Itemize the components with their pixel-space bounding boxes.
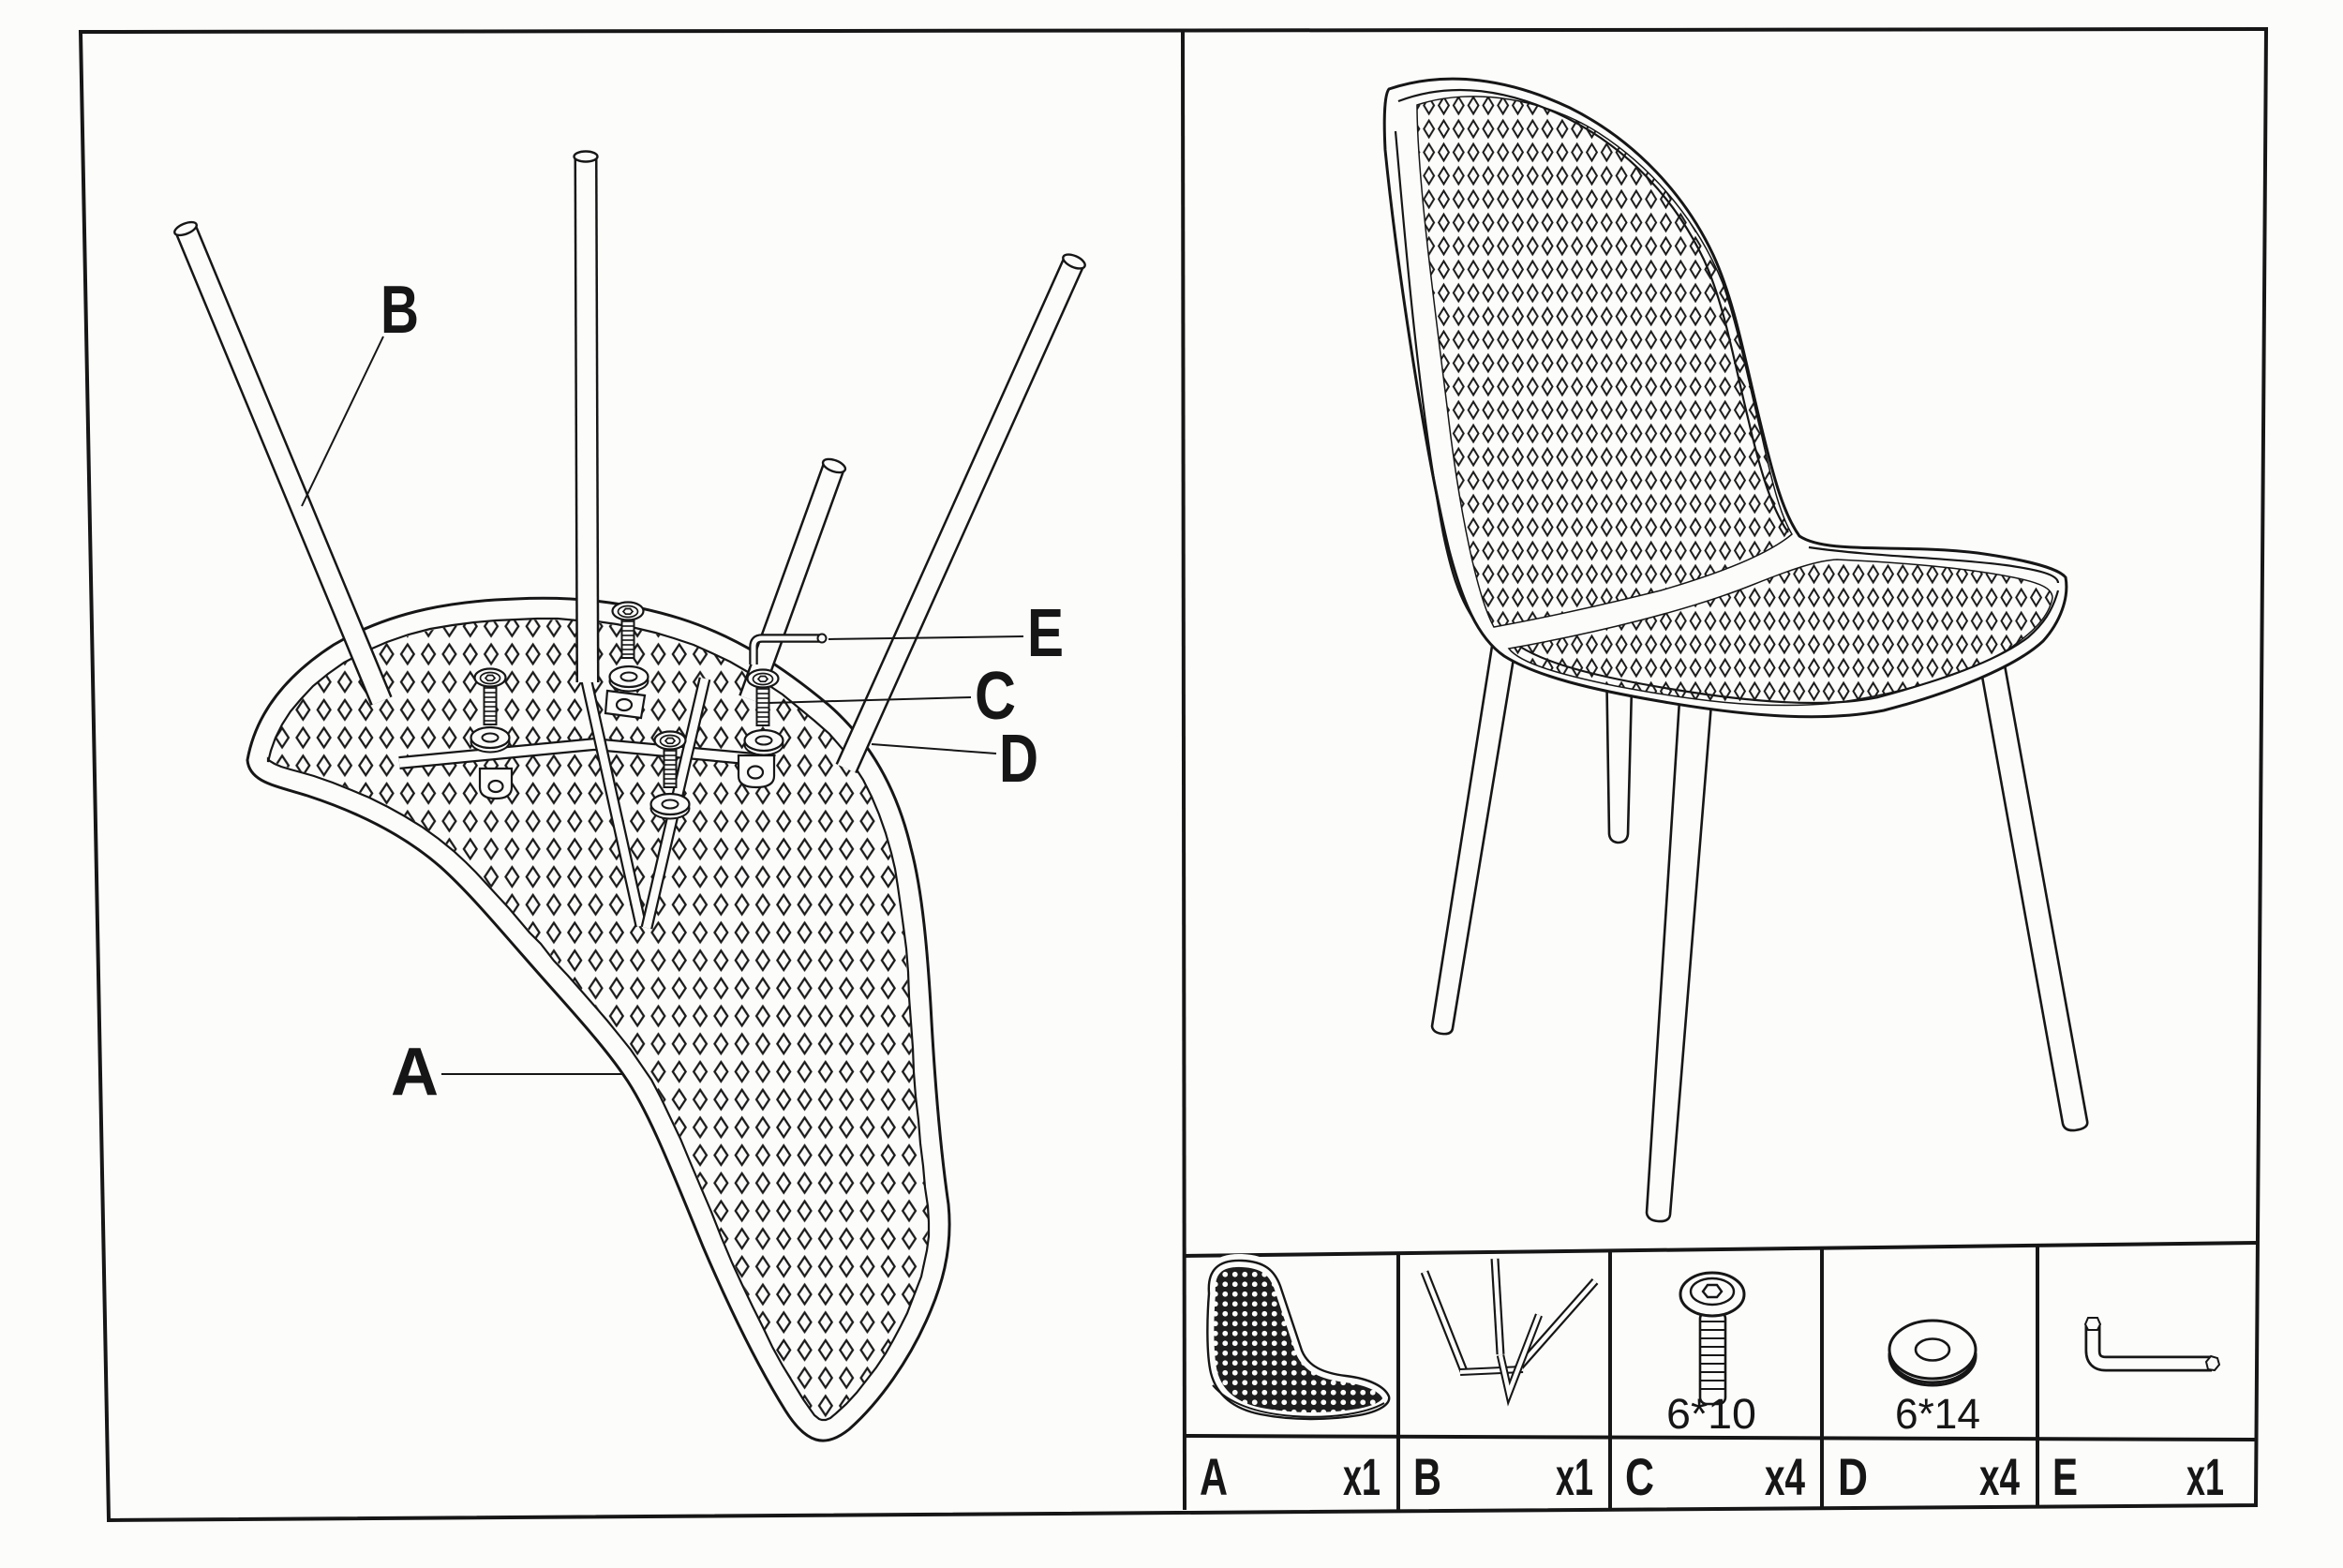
- svg-text:C: C: [975, 659, 1016, 734]
- svg-text:E: E: [2052, 1447, 2078, 1506]
- svg-text:x1: x1: [1343, 1447, 1380, 1506]
- svg-text:x1: x1: [2186, 1447, 2224, 1506]
- svg-text:B: B: [381, 273, 419, 348]
- svg-text:B: B: [1413, 1447, 1441, 1506]
- svg-text:D: D: [999, 722, 1038, 797]
- svg-text:6*14: 6*14: [1895, 1390, 1980, 1438]
- svg-text:x4: x4: [1765, 1447, 1805, 1506]
- svg-text:A: A: [391, 1035, 439, 1110]
- svg-text:6*10: 6*10: [1666, 1390, 1756, 1438]
- svg-text:D: D: [1838, 1447, 1868, 1506]
- svg-text:x1: x1: [1556, 1447, 1593, 1506]
- svg-text:x4: x4: [1979, 1447, 2020, 1506]
- svg-text:C: C: [1625, 1447, 1654, 1506]
- svg-text:E: E: [1027, 596, 1064, 671]
- svg-text:A: A: [1200, 1447, 1228, 1506]
